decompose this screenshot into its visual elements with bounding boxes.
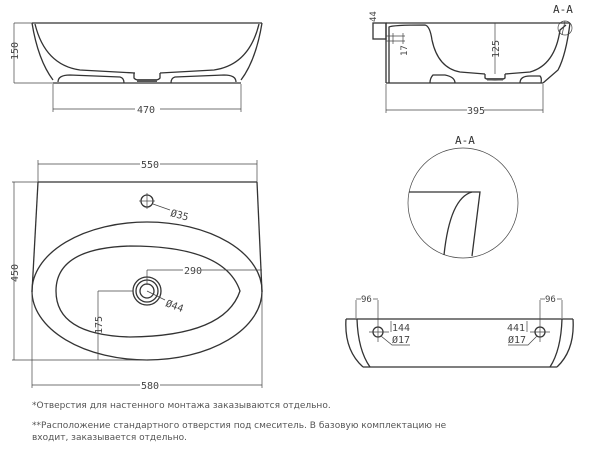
side-44-label: 44: [369, 11, 379, 22]
side-view: 17 44 125 A-A 395: [369, 3, 573, 117]
plan-view: 550 Ø35 Ø44 290 175 450 580: [10, 160, 263, 392]
drain-hole-label: Ø44: [164, 298, 185, 315]
right-height-label: 441: [507, 323, 525, 334]
front-height-label: 150: [10, 42, 21, 60]
top-width-label: 550: [141, 160, 159, 171]
note-faucet-hole: **Расположение стандартного отверстия по…: [32, 421, 447, 443]
front-view: 150 470: [10, 22, 263, 116]
overall-width-label: 580: [141, 381, 159, 392]
drain-offset-x-label: 290: [184, 266, 202, 277]
section-marker-label: A-A: [553, 3, 573, 16]
left-offset-label: 96: [361, 295, 372, 305]
faucet-hole-label: Ø35: [169, 207, 190, 223]
left-height-label: 144: [392, 323, 410, 334]
right-offset-label: 96: [545, 295, 556, 305]
left-hole-label: Ø17: [392, 334, 410, 346]
plan-depth-label: 450: [10, 264, 21, 282]
note-wall-mount: *Отверстия для настенного монтажа заказы…: [32, 401, 331, 411]
right-hole-label: Ø17: [508, 334, 526, 346]
bowl-depth-label: 125: [491, 40, 502, 58]
side-depth-label: 395: [467, 106, 485, 117]
front-width-label: 470: [137, 105, 155, 116]
section-detail: A-A: [407, 134, 519, 259]
drain-offset-y-label: 175: [94, 316, 105, 334]
back-view: 96 96 144 441 Ø17 Ø17: [345, 295, 574, 368]
section-detail-label: A-A: [455, 134, 475, 147]
side-17-label: 17: [400, 45, 410, 56]
